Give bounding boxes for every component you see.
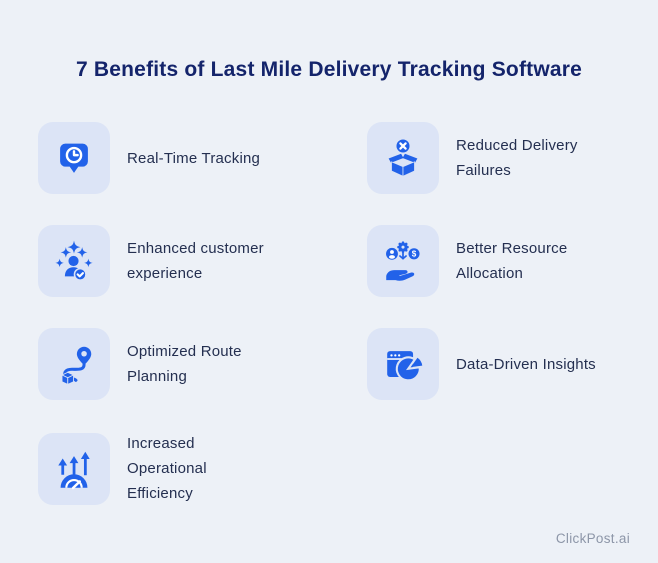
growth-gauge-arrows-icon [58, 451, 90, 489]
customer-rating-stars-icon [55, 240, 93, 281]
benefit-label: Real-Time Tracking [127, 149, 261, 167]
icon-tile [38, 225, 110, 297]
benefit-item-increased-operational-efficiency: Increased Operational Efficiency [38, 431, 367, 506]
route-map-pin-icon [61, 346, 92, 385]
icon-tile [38, 432, 110, 505]
benefit-label: Data-Driven Insights [456, 355, 596, 373]
benefit-label: Optimized Route Planning [127, 343, 242, 385]
icon-tile [38, 122, 110, 194]
benefits-grid: Real-Time Tracking Reduced Delivery Fail… [38, 122, 658, 506]
svg-text:$: $ [412, 250, 417, 259]
benefit-item-better-resource-allocation: $ Better Resource Allocation [367, 225, 658, 297]
benefit-item-data-driven-insights: Data-Driven Insights [367, 328, 658, 400]
benefit-item-optimized-route-planning: Optimized Route Planning [38, 328, 367, 400]
benefit-label: Reduced Delivery Failures [456, 137, 578, 179]
benefit-label: Increased Operational Efficiency [127, 435, 207, 502]
benefit-item-enhanced-customer-experience: Enhanced customer experience [38, 225, 367, 297]
benefit-label: Enhanced customer experience [127, 240, 264, 282]
open-box-error-icon [388, 138, 418, 177]
icon-tile [38, 328, 110, 400]
icon-tile [367, 122, 439, 194]
benefit-label: Better Resource Allocation [456, 240, 568, 282]
clock-chat-bubble-icon [60, 143, 88, 173]
hand-holding-resources-icon: $ [386, 241, 420, 281]
page-title: 7 Benefits of Last Mile Delivery Trackin… [76, 58, 582, 81]
clickpost-brand-label: ClickPost.ai [555, 531, 630, 546]
benefit-item-reduced-delivery-failures: Reduced Delivery Failures [367, 122, 658, 194]
browser-pie-chart-icon [387, 351, 423, 382]
benefit-item-real-time-tracking: Real-Time Tracking [38, 122, 367, 194]
icon-tile [367, 328, 439, 400]
icon-tile: $ [367, 225, 439, 297]
